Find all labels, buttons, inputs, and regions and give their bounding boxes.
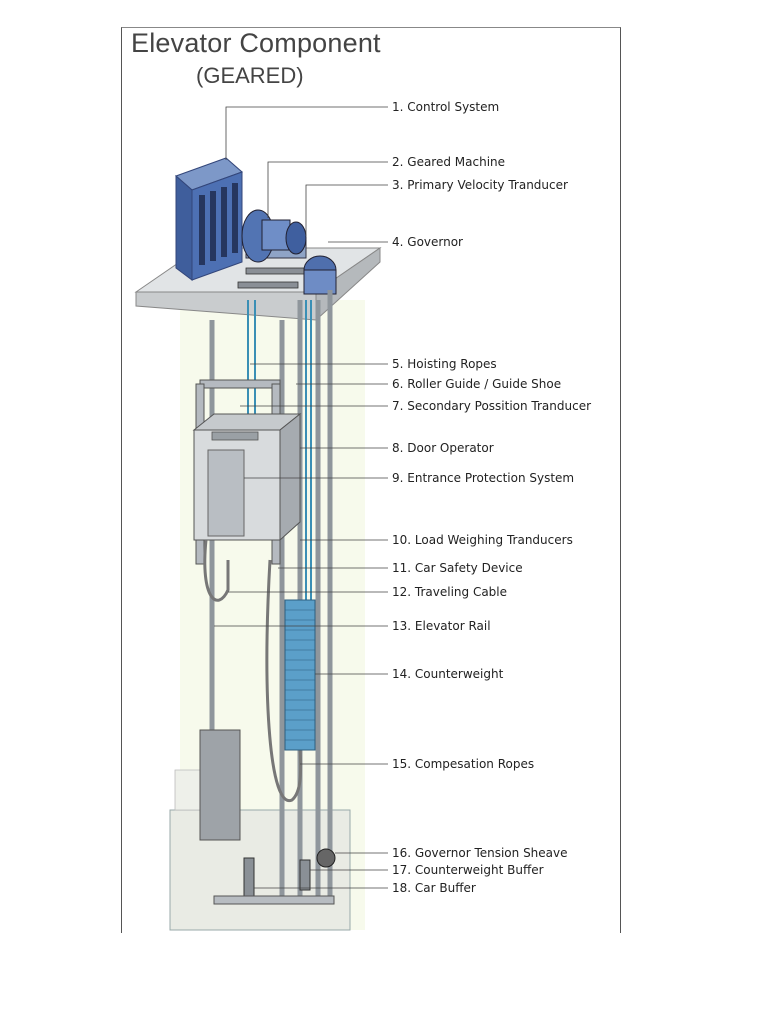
label-car-safety-device: 11. Car Safety Device [392,561,523,575]
elevator-car [192,412,302,542]
crosshead [199,379,281,389]
label-load-weighing-tranducers: 10. Load Weighing Tranducers [392,533,573,547]
car-buffer [243,857,255,901]
label-hoisting-ropes: 5. Hoisting Ropes [392,357,497,371]
label-door-operator: 8. Door Operator [392,441,494,455]
label-governor-tension-sheave: 16. Governor Tension Sheave [392,846,568,860]
label-roller-guide: 6. Roller Guide / Guide Shoe [392,377,562,391]
traveling-cable [203,539,230,602]
governor [303,255,337,295]
label-car-buffer: 18. Car Buffer [392,881,476,895]
label-primary-velocity-tranducer: 3. Primary Velocity Tranducer [392,178,568,192]
control-system-cabinet [175,157,243,281]
label-secondary-position-tranducer: 7. Secondary Possition Tranducer [392,399,592,413]
label-elevator-rail: 13. Elevator Rail [392,619,491,633]
compensation-ropes [265,559,303,803]
diagram-title: Elevator Component [131,28,381,58]
label-entrance-protection-system: 9. Entrance Protection System [392,471,575,485]
label-compensation-ropes: 15. Compesation Ropes [392,757,535,771]
landing-door [199,729,241,841]
leader-lines [214,106,388,889]
hoisting-ropes [247,300,312,600]
governor-tension-sheave [316,848,336,868]
label-control-system: 1. Control System [392,100,500,114]
label-counterweight-buffer: 17. Counterweight Buffer [392,863,544,877]
counterweight [284,599,316,751]
diagram-subtitle: (GEARED) [196,63,304,88]
geared-machine [237,209,307,289]
counterweight-buffer [299,859,311,891]
label-governor: 4. Governor [392,235,463,249]
label-traveling-cable: 12. Traveling Cable [392,585,508,599]
label-geared-machine: 2. Geared Machine [392,155,506,169]
label-counterweight: 14. Counterweight [392,667,504,681]
